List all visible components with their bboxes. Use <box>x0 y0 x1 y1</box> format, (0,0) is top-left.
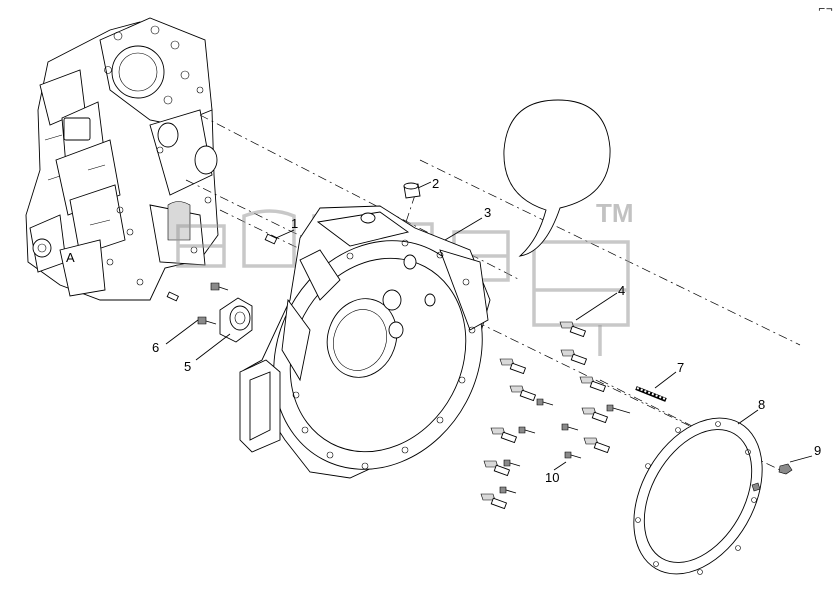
callout-10: 10 <box>545 470 559 485</box>
callout-5: 5 <box>184 359 191 374</box>
part-8-ring <box>633 417 763 575</box>
callout-1: 1 <box>291 216 298 231</box>
part-5-cover <box>166 291 253 343</box>
callout-bubble <box>503 99 611 257</box>
callout-8: 8 <box>758 397 765 412</box>
callout-4: 4 <box>618 283 625 298</box>
watermark-trademark: TM <box>596 198 634 228</box>
callout-7: 7 <box>677 360 684 375</box>
part-2-plug <box>403 182 421 199</box>
callout-6: 6 <box>152 340 159 355</box>
callout-3: 3 <box>484 205 491 220</box>
part-1-dowel-pin <box>264 233 278 245</box>
part-4-10-bolts <box>480 321 631 510</box>
leader-lines <box>165 181 813 471</box>
callout-numbers: 1 2 3 4 5 6 7 8 9 10 <box>152 176 821 485</box>
callout-9: 9 <box>814 443 821 458</box>
callout-2: 2 <box>432 176 439 191</box>
part-6-bolts <box>197 282 229 325</box>
engine-block: A <box>25 17 219 301</box>
corner-mark: ⌐¬ <box>818 5 833 15</box>
part-7-stud <box>635 386 667 402</box>
svg-text:A: A <box>66 250 75 265</box>
flywheel-housing <box>239 205 491 479</box>
part-9-nut <box>751 463 793 492</box>
